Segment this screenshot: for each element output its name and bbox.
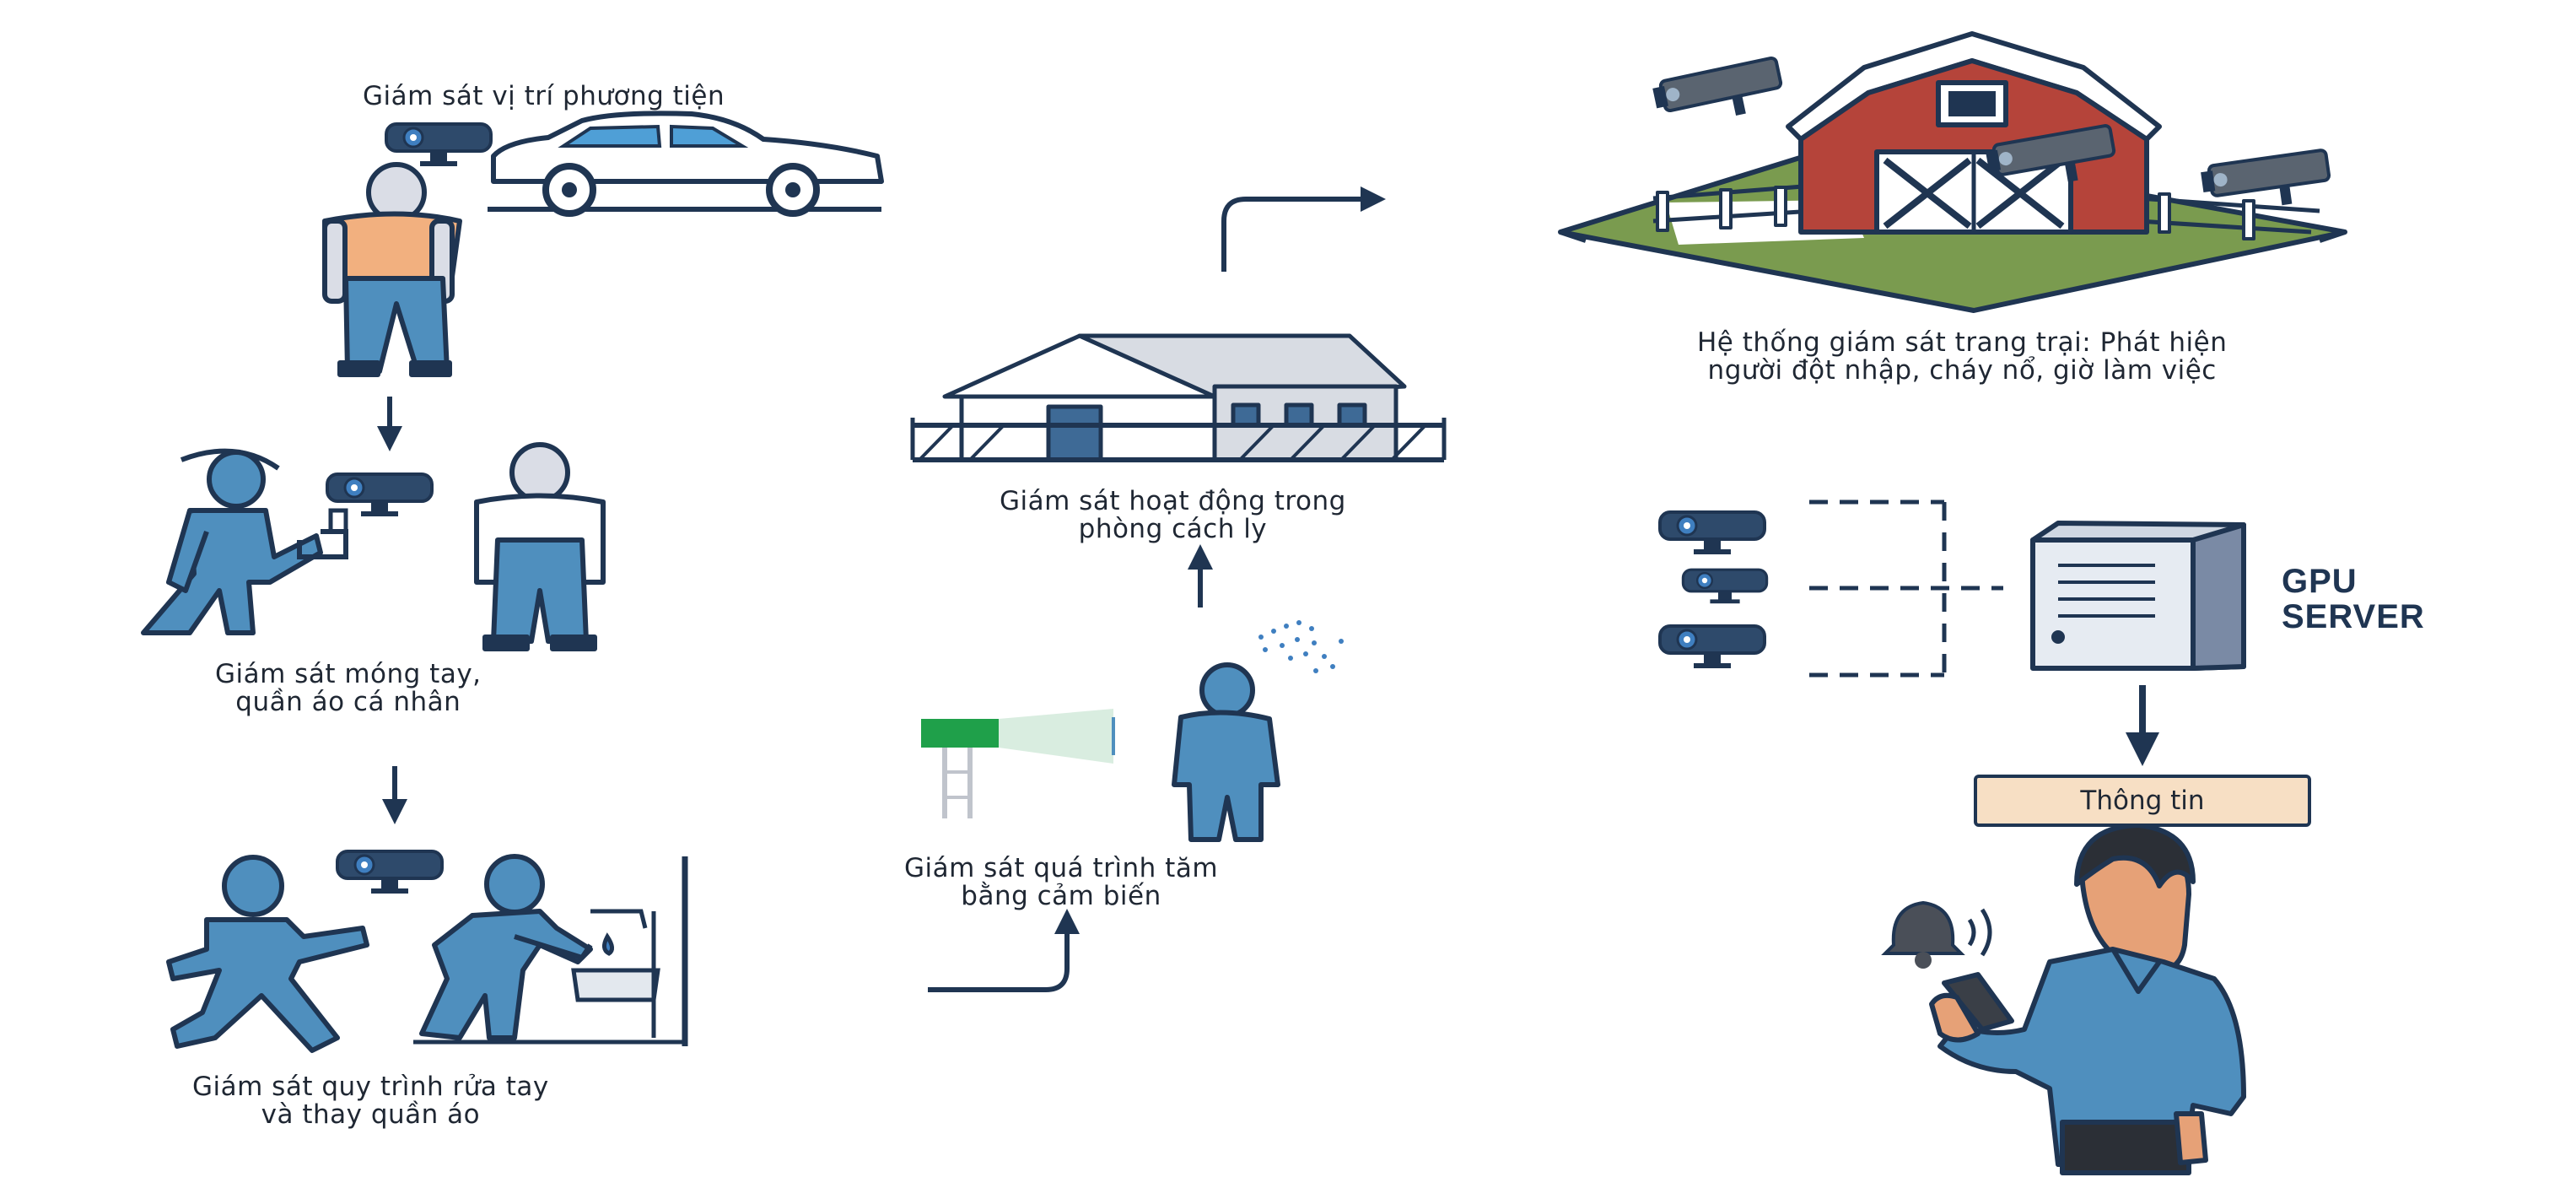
bath-monitoring-label: Giám sát quá trình tăm bằng cảm biến (904, 855, 1218, 910)
handwash-camera-icon (336, 850, 444, 895)
info-label: Thông tin (2080, 786, 2205, 816)
bell-icon (1881, 900, 1992, 969)
quarantine-label-line-1: Giám sát hoạt động trong (1000, 486, 1346, 516)
gpu-label-line-1: GPU (2282, 563, 2358, 600)
showering-worker-icon (1172, 662, 1280, 842)
water-spray-icon (1258, 620, 1344, 673)
nails-label-line-2: quần áo cá nhân (235, 687, 461, 717)
farm-camera-left-icon (1650, 55, 1787, 133)
handwash-monitoring-label: Giám sát quy trình rửa tay và thay quần … (192, 1073, 549, 1129)
bath-label-line-1: Giám sát quá trình tăm (904, 853, 1219, 883)
farm-label-line-2: người đột nhập, cháy nổ, giờ làm việc (1707, 355, 2217, 386)
gpu-server-icon (2030, 521, 2246, 671)
walking-worker-icon (166, 855, 369, 1053)
nails-label-line-1: Giám sát móng tay, (215, 659, 482, 689)
quarantine-label-line-2: phòng cách ly (1078, 514, 1268, 544)
arrow-quarantine-to-farm (1221, 186, 1386, 272)
nails-monitoring-label: Giám sát móng tay, quần áo cá nhân (215, 661, 482, 716)
manager-person-icon (1929, 823, 2246, 1175)
network-lines (1809, 500, 2003, 678)
vehicle-camera-icon (385, 122, 493, 168)
bath-sensor-icon (921, 709, 1115, 818)
farm-monitoring-label: Hệ thống giám sát trang trại: Phát hiện … (1697, 329, 2227, 385)
farm-barn-icon (1558, 31, 2347, 313)
sink-icon (571, 856, 688, 1046)
worker-reaching-icon (141, 448, 323, 635)
person-white-icon (474, 442, 606, 651)
handwash-label-line-1: Giám sát quy trình rửa tay (192, 1072, 549, 1102)
gpu-label-line-2: SERVER (2282, 598, 2425, 635)
server-camera-top-icon (1658, 510, 1766, 556)
bath-label-line-2: bằng cảm biến (961, 881, 1161, 911)
handwash-label-line-2: và thay quần áo (261, 1099, 481, 1130)
farm-label-line-1: Hệ thống giám sát trang trại: Phát hiện (1697, 327, 2228, 358)
quarantine-building-icon (910, 333, 1447, 462)
washing-worker-icon (413, 854, 683, 1045)
person-orange-icon (322, 162, 462, 377)
server-camera-bottom-icon (1658, 624, 1766, 670)
car-icon (488, 111, 884, 217)
gpu-server-label: GPU SERVER (2282, 564, 2425, 634)
quarantine-monitoring-label: Giám sát hoạt động trong phòng cách ly (1000, 488, 1346, 543)
server-camera-middle-icon (1681, 568, 1769, 605)
vehicle-label-text: Giám sát vị trí phương tiện (363, 81, 725, 111)
vehicle-monitoring-label: Giám sát vị trí phương tiện (363, 83, 725, 111)
arrow-start-to-bath (928, 909, 1080, 992)
info-box: Thông tin (1974, 775, 2311, 827)
nail-scanner-icon (297, 472, 434, 559)
